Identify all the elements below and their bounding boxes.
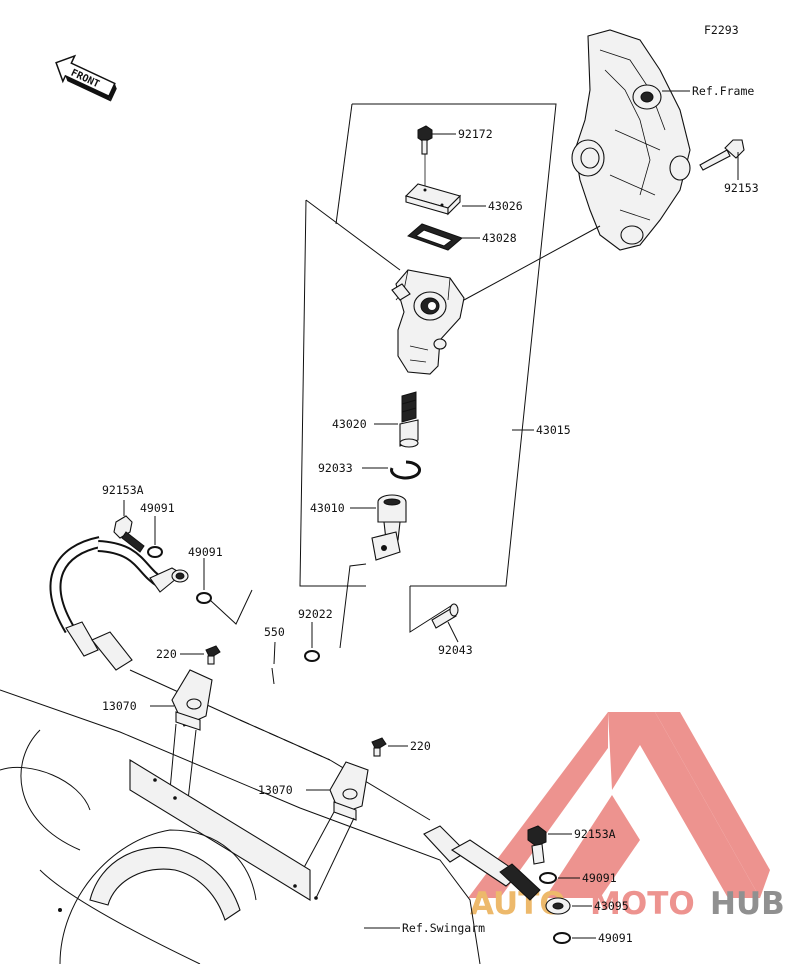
pin-92043	[431, 603, 459, 629]
bolt-220-b	[371, 737, 387, 757]
brake-hose	[49, 536, 189, 671]
cotter-pin-550	[271, 667, 275, 685]
hose-end-right	[423, 825, 541, 901]
label-550: 550	[264, 625, 285, 639]
banjo-fitting-43095	[545, 897, 571, 915]
label-92033: 92033	[318, 461, 353, 475]
label-43010: 43010	[310, 501, 345, 515]
label-220-b: 220	[410, 739, 431, 753]
label-220-a: 220	[156, 647, 177, 661]
label-43015: 43015	[536, 423, 571, 437]
figure-code: F2293	[704, 23, 739, 37]
label-49091-left-b: 49091	[188, 545, 223, 559]
banjo-bolt-92153a-left	[113, 515, 145, 553]
label-43028: 43028	[482, 231, 517, 245]
spring-43020	[399, 391, 419, 448]
master-cylinder-body	[391, 269, 465, 375]
push-rod-43010	[371, 494, 407, 561]
label-92022: 92022	[298, 607, 333, 621]
washer-49091-right-b	[553, 932, 571, 944]
label-43026: 43026	[488, 199, 523, 213]
label-92153a-right: 92153A	[574, 827, 616, 841]
label-43095: 43095	[594, 899, 629, 913]
label-92153a-left: 92153A	[102, 483, 144, 497]
washer-49091-left-a	[147, 546, 163, 558]
label-49091-right-a: 49091	[582, 871, 617, 885]
label-49091-left-a: 49091	[140, 501, 175, 515]
bolt-92153	[699, 139, 745, 171]
label-13070-a: 13070	[102, 699, 137, 713]
screw-92172	[417, 125, 433, 155]
washer-49091-right-a	[539, 872, 557, 884]
front-arrow-icon: FRONT	[55, 54, 117, 102]
label-92172: 92172	[458, 127, 493, 141]
washer-49091-left-b	[196, 592, 212, 604]
banjo-bolt-92153a-right	[527, 825, 547, 865]
label-ref-frame: Ref.Frame	[692, 84, 754, 98]
watermark-logo: AUTO MOTO HUB	[468, 712, 785, 922]
hose-clamp-13070-b	[329, 761, 369, 821]
circlip-92033	[390, 460, 422, 480]
reservoir-cap-43026	[404, 183, 462, 216]
assembly-outline-43015	[299, 103, 557, 633]
washer-92022	[304, 650, 320, 662]
label-49091-right-b: 49091	[598, 931, 633, 945]
label-92043: 92043	[438, 643, 473, 657]
label-13070-b: 13070	[258, 783, 293, 797]
hose-clamp-13070-a	[171, 669, 213, 731]
label-92153: 92153	[724, 181, 759, 195]
swingarm	[0, 689, 481, 964]
label-43020: 43020	[332, 417, 367, 431]
watermark-text-moto: MOTO	[590, 886, 695, 922]
watermark-text-hub: HUB	[710, 886, 785, 922]
bolt-220-a	[205, 645, 221, 665]
frame-bracket	[571, 29, 691, 251]
diaphragm-43028	[407, 223, 463, 251]
label-ref-swingarm: Ref.Swingarm	[402, 921, 485, 935]
